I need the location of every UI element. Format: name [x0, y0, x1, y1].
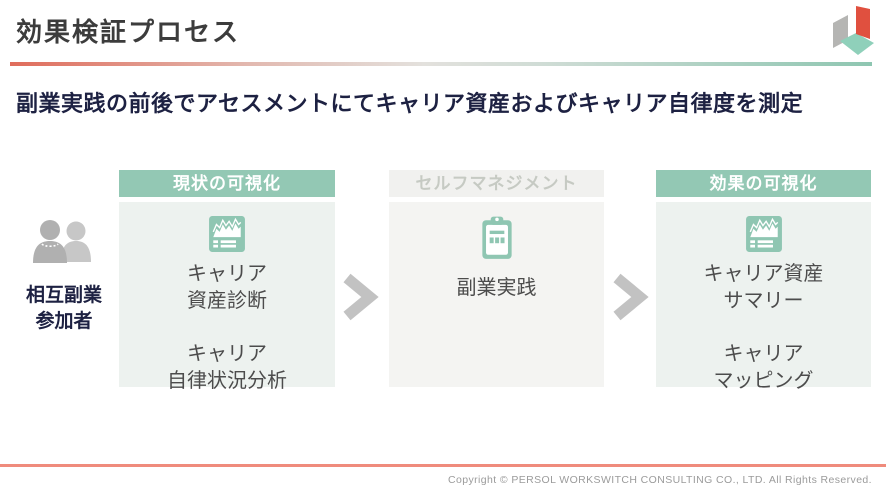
- step-box: キャリア資産 サマリー キャリア マッピング: [656, 202, 871, 392]
- step-box: キャリア 資産診断 キャリア 自律状況分析: [119, 202, 335, 392]
- step-self-management: セルフマネジメント 副業実践: [389, 170, 604, 387]
- step-item-line: キャリア: [723, 343, 804, 365]
- step-effect-visualization: 効果の可視化 キャリア資産 サマリー キャリア マッピング: [656, 170, 871, 392]
- chart-report-icon: [209, 216, 245, 252]
- step-item-line: キャリア: [187, 343, 267, 365]
- step-item-line: マッピング: [713, 370, 814, 392]
- step-item-line: キャリア資産: [703, 263, 824, 285]
- step-header: セルフマネジメント: [389, 170, 604, 197]
- step-current-visualization: 現状の可視化 キャリア 資産診断 キャリア 自律状況分析: [119, 170, 335, 392]
- chevron-right-icon: [343, 273, 379, 321]
- step-item: キャリア 資産診断: [187, 261, 267, 315]
- clipboard-icon: [481, 216, 512, 259]
- participant-label-line2: 参加者: [35, 310, 93, 332]
- chevron-right-icon: [613, 273, 649, 321]
- participant-label: 相互副業 参加者: [14, 283, 114, 334]
- page-title: 効果検証プロセス: [16, 17, 241, 47]
- step-item: キャリア 自律状況分析: [167, 341, 287, 395]
- step-item: 副業実践: [457, 275, 537, 302]
- step-item-line: サマリー: [723, 290, 804, 312]
- step-item: キャリア資産 サマリー: [704, 261, 824, 315]
- footer-divider: [0, 464, 886, 467]
- step-item-line: 資産診断: [187, 290, 267, 312]
- step-item: キャリア マッピング: [714, 341, 814, 395]
- company-logo-icon: [833, 6, 874, 55]
- step-item-line: キャリア: [187, 263, 267, 285]
- step-box: 副業実践: [389, 202, 604, 387]
- step-header: 効果の可視化: [656, 170, 871, 197]
- people-icon: [33, 220, 91, 263]
- header-divider: [10, 62, 872, 66]
- chart-report-icon: [745, 216, 782, 252]
- participant-label-line1: 相互副業: [25, 285, 102, 306]
- step-item-line: 副業実践: [456, 277, 537, 299]
- slide-subtitle: 副業実践の前後でアセスメントにてキャリア資産およびキャリア自律度を測定: [16, 91, 804, 116]
- step-header: 現状の可視化: [119, 170, 335, 197]
- participant-block: 相互副業 参加者: [14, 218, 114, 334]
- step-item-line: 自律状況分析: [167, 370, 287, 392]
- copyright-text: Copyright © PERSOL WORKSWITCH CONSULTING…: [448, 474, 872, 486]
